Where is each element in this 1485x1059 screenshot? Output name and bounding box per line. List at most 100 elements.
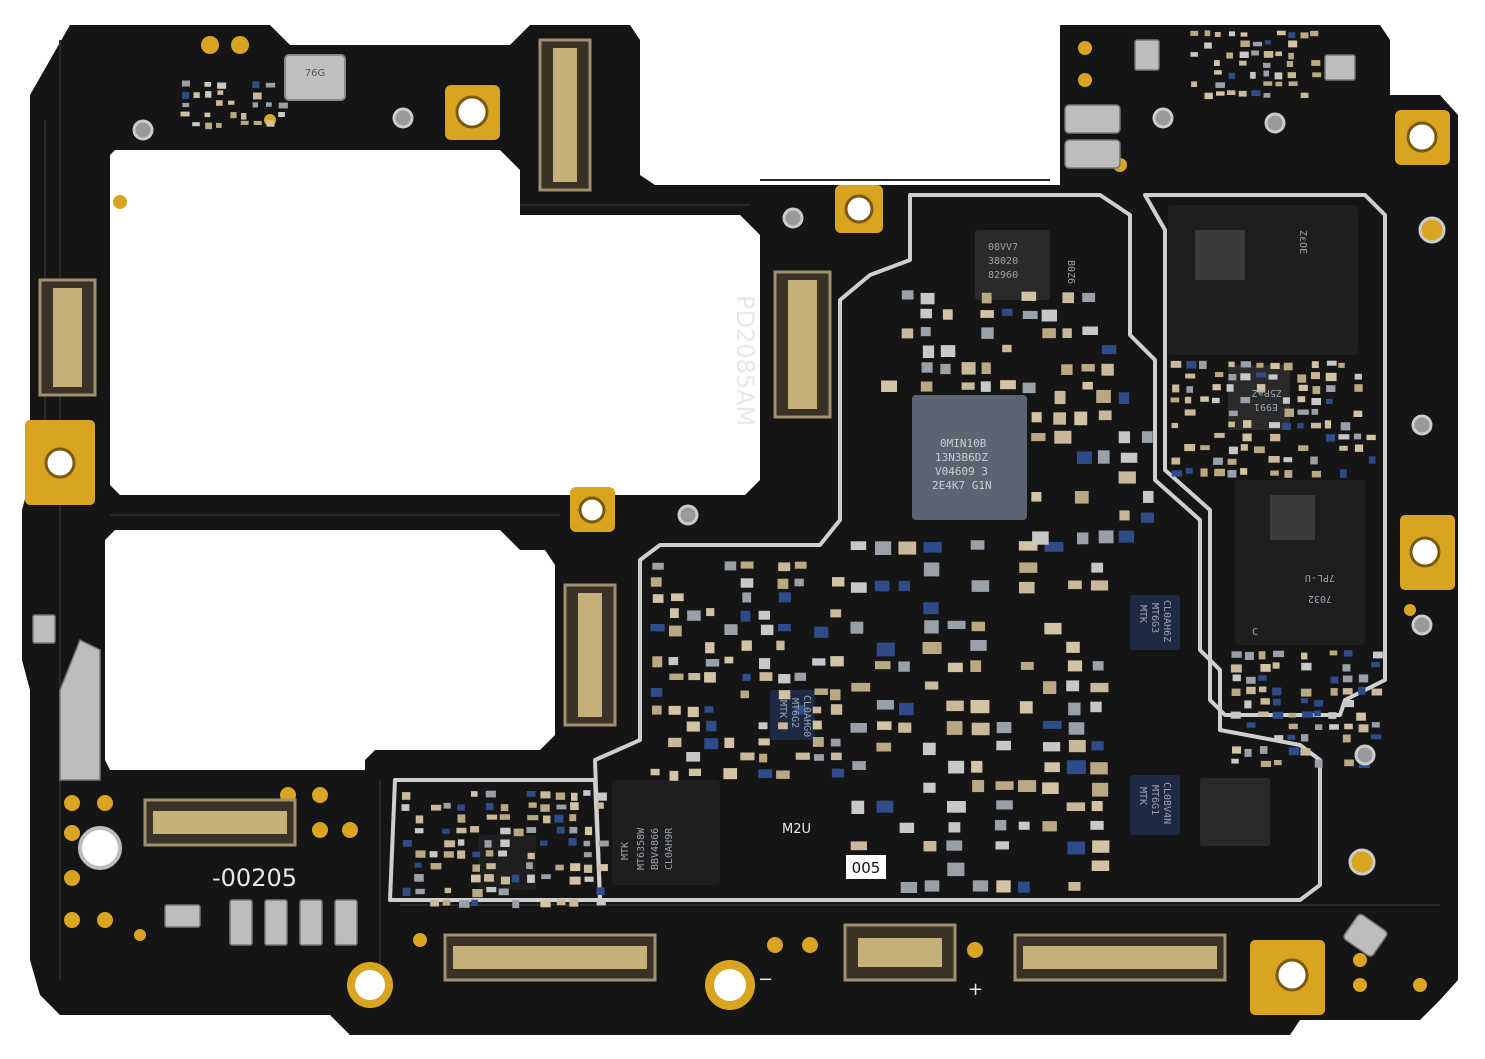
passive-component xyxy=(1311,361,1319,369)
passive-component xyxy=(850,841,867,851)
passive-component xyxy=(814,626,829,638)
passive-component xyxy=(1268,374,1278,380)
passive-component xyxy=(704,738,719,750)
passive-component xyxy=(851,800,865,814)
pmic-line-2: 13N3B6DZ xyxy=(935,451,988,464)
passive-component xyxy=(1353,410,1363,417)
passive-component xyxy=(1077,451,1092,464)
passive-component xyxy=(994,820,1007,831)
passive-component xyxy=(812,706,822,714)
right-chip-lower xyxy=(1200,778,1270,846)
passive-component xyxy=(669,770,679,781)
passive-component xyxy=(924,620,939,634)
passive-component xyxy=(758,769,773,779)
passive-component xyxy=(1240,32,1248,37)
passive-component xyxy=(724,624,738,635)
mtk-line-1: MTK xyxy=(620,842,631,860)
passive-component xyxy=(778,624,791,632)
passive-component xyxy=(1066,641,1080,653)
passive-component xyxy=(1297,396,1306,403)
passive-component xyxy=(584,826,593,836)
passive-component xyxy=(947,801,966,813)
passive-component xyxy=(1240,40,1250,47)
passive-component xyxy=(500,876,510,885)
passive-component xyxy=(442,828,450,834)
passive-component xyxy=(876,742,892,752)
passive-component xyxy=(1326,385,1336,392)
passive-component xyxy=(430,899,439,907)
passive-component xyxy=(980,381,991,392)
passive-component xyxy=(1342,688,1353,695)
passive-component xyxy=(1258,711,1269,717)
passive-component xyxy=(1228,446,1238,455)
passive-component xyxy=(485,850,494,857)
passive-component xyxy=(1090,701,1102,713)
passive-component xyxy=(527,874,535,883)
passive-component xyxy=(1000,380,1016,390)
passive-component xyxy=(459,900,470,908)
passive-component xyxy=(742,673,751,681)
passive-component xyxy=(1227,470,1237,478)
passive-component xyxy=(1082,381,1093,390)
passive-component xyxy=(498,850,507,857)
passive-component xyxy=(526,791,536,797)
passive-component xyxy=(414,862,422,868)
passive-component xyxy=(1311,470,1321,478)
passive-component xyxy=(583,864,593,873)
passive-component xyxy=(705,659,720,667)
passive-component xyxy=(1338,434,1350,440)
passive-component xyxy=(180,111,190,117)
passive-component xyxy=(972,780,985,793)
passive-component xyxy=(759,672,773,681)
passive-component xyxy=(253,92,262,100)
passive-component xyxy=(415,815,424,824)
mtk-b-line-3: CL0AHG0 xyxy=(801,695,812,737)
passive-component xyxy=(1232,746,1242,754)
passive-component xyxy=(1044,762,1060,773)
passive-component xyxy=(831,752,842,761)
passive-component xyxy=(1018,541,1038,551)
crystal xyxy=(284,54,346,101)
passive-component xyxy=(1342,664,1351,672)
passive-component xyxy=(996,800,1013,810)
passive-component xyxy=(1264,40,1271,45)
passive-component xyxy=(1272,711,1284,719)
passive-component xyxy=(1371,662,1380,668)
passive-component xyxy=(946,840,963,851)
passive-component xyxy=(687,610,701,621)
passive-component xyxy=(671,593,684,602)
passive-component xyxy=(1226,52,1233,59)
passive-component xyxy=(1244,748,1252,757)
passive-component xyxy=(1043,681,1057,694)
passive-component xyxy=(795,752,810,760)
passive-component xyxy=(500,804,509,812)
passive-component xyxy=(947,620,966,629)
passive-component xyxy=(540,900,551,908)
passive-component xyxy=(192,122,200,127)
passive-component xyxy=(1143,490,1154,503)
passive-component xyxy=(527,815,539,821)
mount-hole-bare xyxy=(78,826,122,870)
passive-component xyxy=(900,882,918,893)
mtk-a-line-3: CL0AH6Z xyxy=(1161,600,1172,642)
passive-component xyxy=(1310,30,1319,37)
passive-component xyxy=(570,863,581,872)
passive-component xyxy=(1062,328,1072,338)
passive-component xyxy=(583,852,592,858)
passive-component xyxy=(1204,30,1211,37)
passive-component xyxy=(668,737,682,748)
passive-component xyxy=(556,804,567,810)
passive-component xyxy=(668,705,681,715)
passive-component xyxy=(1268,456,1280,463)
passive-component xyxy=(1343,650,1353,657)
passive-component xyxy=(1200,468,1208,477)
passive-component xyxy=(1244,651,1254,660)
passive-component xyxy=(205,122,212,130)
passive-component xyxy=(1097,450,1110,464)
passive-component xyxy=(402,840,412,847)
passive-component xyxy=(266,120,275,127)
passive-component xyxy=(1228,361,1235,368)
passive-component xyxy=(1246,722,1256,728)
passive-component xyxy=(1315,724,1323,730)
passive-component xyxy=(920,327,931,337)
